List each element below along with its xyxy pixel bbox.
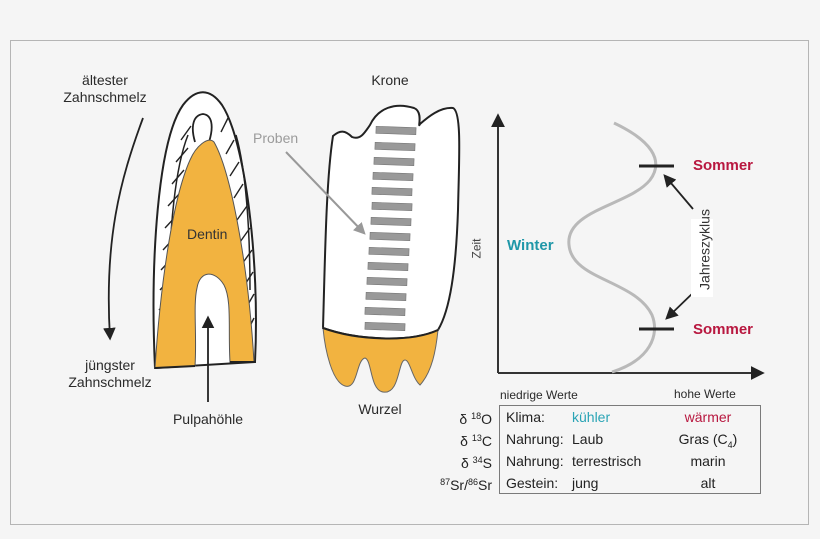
label-annual-cycle: Jahreszyklus bbox=[696, 209, 713, 290]
label-oldest-line2: Zahnschmelz bbox=[63, 89, 147, 105]
isotope-labels: δ 18O δ 13C δ 34S 87Sr/86Sr bbox=[410, 405, 492, 495]
label-youngest-line1: jüngster bbox=[85, 357, 135, 373]
row-low: Laub bbox=[572, 431, 604, 447]
header-high-values: hohe Werte bbox=[674, 387, 736, 401]
table-row: Klima: kühler wärmer bbox=[500, 406, 760, 428]
row-high: wärmer bbox=[684, 409, 732, 425]
label-oldest-line1: ältester bbox=[82, 72, 128, 88]
label-youngest-line2: Zahnschmelz bbox=[68, 374, 152, 390]
delta-symbol: δ bbox=[460, 433, 472, 449]
element: S bbox=[482, 455, 492, 471]
label-summer-top: Sommer bbox=[693, 157, 754, 174]
row-key: Gestein: bbox=[506, 475, 559, 491]
isotope-sr-ratio: 87Sr/86Sr bbox=[440, 471, 492, 496]
table-row: Nahrung: terrestrisch marin bbox=[500, 450, 760, 472]
row-high: Gras (C4) bbox=[658, 428, 758, 456]
row-key: Nahrung: bbox=[506, 453, 564, 469]
row-high-text: Gras (C bbox=[678, 431, 728, 447]
row-high: alt bbox=[700, 475, 716, 491]
row-low: kühler bbox=[572, 409, 611, 425]
cycle-label-background bbox=[691, 219, 713, 297]
header-low-values: niedrige Werte bbox=[500, 388, 578, 402]
mass-number: 13 bbox=[471, 433, 482, 443]
isotope-s34: δ 34S bbox=[461, 449, 492, 474]
element: Sr/ bbox=[450, 477, 468, 493]
row-key: Klima: bbox=[506, 409, 545, 425]
label-winter: Winter bbox=[507, 237, 554, 254]
row-high: marin bbox=[690, 453, 726, 469]
row-high-close: ) bbox=[732, 431, 738, 447]
delta-symbol: δ bbox=[459, 411, 472, 427]
row-high-subscript: 4 bbox=[727, 439, 733, 450]
element: C bbox=[481, 433, 492, 449]
row-low: jung bbox=[572, 475, 599, 491]
mass-number: 18 bbox=[471, 411, 482, 421]
element: O bbox=[481, 411, 492, 427]
mass-number-2: 86 bbox=[467, 477, 478, 487]
left-tooth bbox=[103, 91, 257, 402]
label-summer-bottom: Sommer bbox=[693, 321, 754, 338]
mass-number: 34 bbox=[472, 455, 483, 465]
isotope-o18: δ 18O bbox=[459, 405, 492, 430]
label-youngest-enamel: jüngster Zahnschmelz bbox=[55, 357, 165, 391]
table-row: Nahrung: Laub Gras (C4) bbox=[500, 428, 760, 450]
table-row: Gestein: jung alt bbox=[500, 472, 760, 494]
sample-bars bbox=[364, 125, 417, 332]
axis-label-time: Zeit bbox=[469, 238, 484, 259]
row-low: terrestrisch bbox=[572, 453, 642, 469]
isotope-c13: δ 13C bbox=[460, 427, 492, 452]
delta-symbol: δ bbox=[460, 455, 473, 471]
label-root: Wurzel bbox=[358, 401, 402, 417]
label-samples: Proben bbox=[253, 130, 299, 146]
label-oldest-enamel: ältester Zahnschmelz bbox=[55, 72, 155, 106]
mass-number: 87 bbox=[440, 477, 451, 487]
middle-tooth bbox=[285, 104, 461, 393]
label-crown: Krone bbox=[371, 72, 409, 88]
figure-frame bbox=[10, 40, 809, 525]
element-2: Sr bbox=[478, 477, 492, 493]
label-dentin: Dentin bbox=[187, 226, 228, 242]
row-key: Nahrung: bbox=[506, 431, 564, 447]
isotope-table: Klima: kühler wärmer Nahrung: Laub Gras … bbox=[499, 405, 761, 494]
label-pulp: Pulpahöhle bbox=[172, 411, 244, 427]
